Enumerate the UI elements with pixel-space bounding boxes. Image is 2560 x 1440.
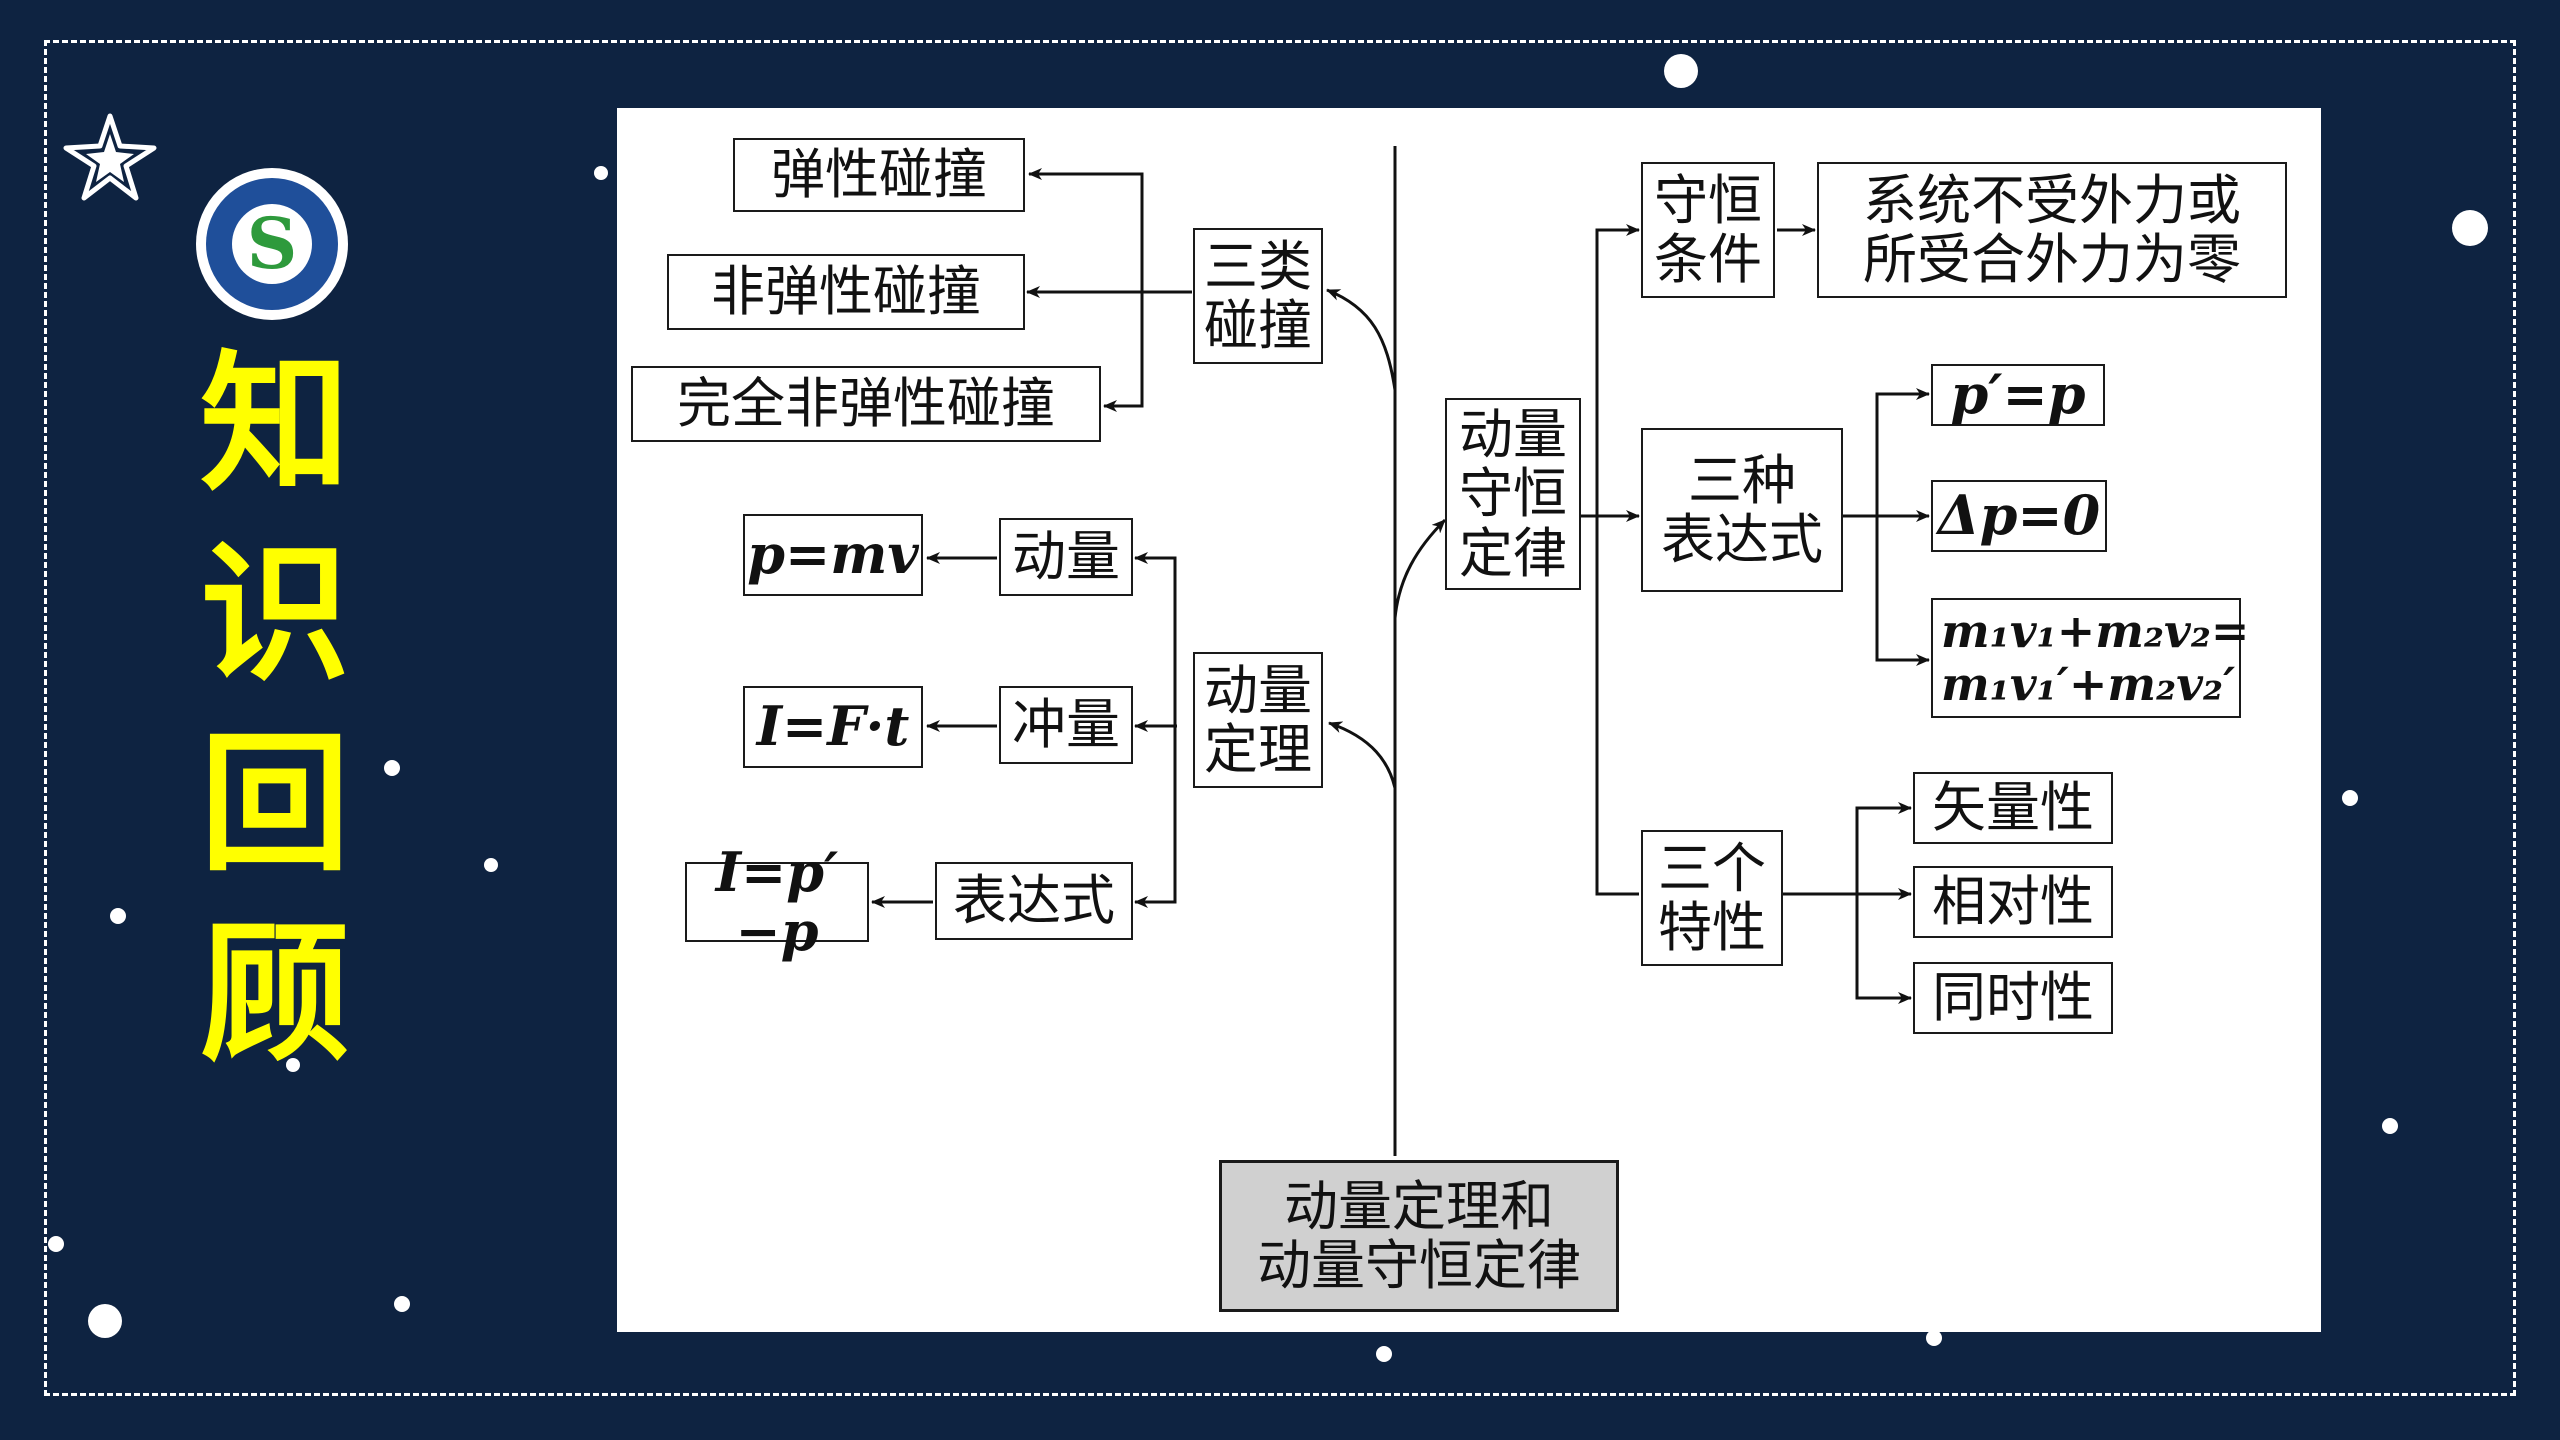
dashed-frame <box>44 40 2516 1396</box>
diagram-panel: 动量定理和 动量守恒定律 三类 碰撞 弹性碰撞 非弹性碰撞 完全非弹性碰撞 动量… <box>617 108 2321 1332</box>
form-delta-p-zero: Δp=0 <box>1931 480 2107 552</box>
root-node: 动量定理和 动量守恒定律 <box>1219 1160 1619 1312</box>
inelastic-collision: 非弹性碰撞 <box>667 254 1025 330</box>
star-dot <box>1926 1330 1942 1346</box>
impulse-node: 冲量 <box>999 686 1133 764</box>
momentum-formula: p=mv <box>743 514 923 596</box>
prop-simultaneous: 同时性 <box>1913 962 2113 1034</box>
title-char: 知 <box>199 338 350 512</box>
elastic-collision: 弹性碰撞 <box>733 138 1025 212</box>
prop-relative: 相对性 <box>1913 866 2113 938</box>
star-dot <box>88 1304 122 1338</box>
star-dot <box>286 1058 300 1072</box>
title-char: 识 <box>199 528 350 702</box>
star-dot <box>394 1296 410 1312</box>
title-char: 顾 <box>199 908 350 1082</box>
form-p-prime-equals-p: p′=p <box>1931 364 2105 426</box>
star-dot <box>48 1236 64 1252</box>
theorem-expression-formula: I=p′−p <box>685 842 869 961</box>
expression-node: 表达式 <box>935 862 1133 940</box>
condition-label: 守恒 条件 <box>1641 162 1775 298</box>
star-icon <box>63 113 157 201</box>
form-m1v1-m2v2: m₁v₁+m₂v₂= m₁v₁′+m₂v₂′ <box>1931 598 2249 718</box>
school-logo: S <box>196 168 348 320</box>
perfectly-inelastic-collision: 完全非弹性碰撞 <box>631 366 1101 442</box>
condition-text: 系统不受外力或 所受合外力为零 <box>1817 162 2287 298</box>
star-dot <box>2452 210 2488 246</box>
star-dot <box>594 166 608 180</box>
title-char: 回 <box>199 718 350 892</box>
side-title: 知 识 回 顾 <box>180 330 370 1090</box>
impulse-formula: I=F·t <box>743 686 923 768</box>
star-dot <box>484 858 498 872</box>
star-dot <box>384 760 400 776</box>
momentum-node: 动量 <box>999 518 1133 596</box>
logo-ring: S <box>206 178 338 310</box>
forms-label: 三种 表达式 <box>1641 428 1843 592</box>
collisions-label: 三类 碰撞 <box>1193 228 1323 364</box>
star-dot <box>1664 54 1698 88</box>
star-dot <box>1376 1346 1392 1362</box>
star-dot <box>2382 1118 2398 1134</box>
star-dot <box>2342 790 2358 806</box>
connector-lines <box>871 146 1930 1156</box>
props-label: 三个 特性 <box>1641 830 1783 966</box>
conservation-label: 动量 守恒 定律 <box>1445 398 1581 590</box>
theorem-label: 动量 定理 <box>1193 652 1323 788</box>
logo-letter: S <box>232 204 312 284</box>
star-dot <box>110 908 126 924</box>
prop-vector: 矢量性 <box>1913 772 2113 844</box>
